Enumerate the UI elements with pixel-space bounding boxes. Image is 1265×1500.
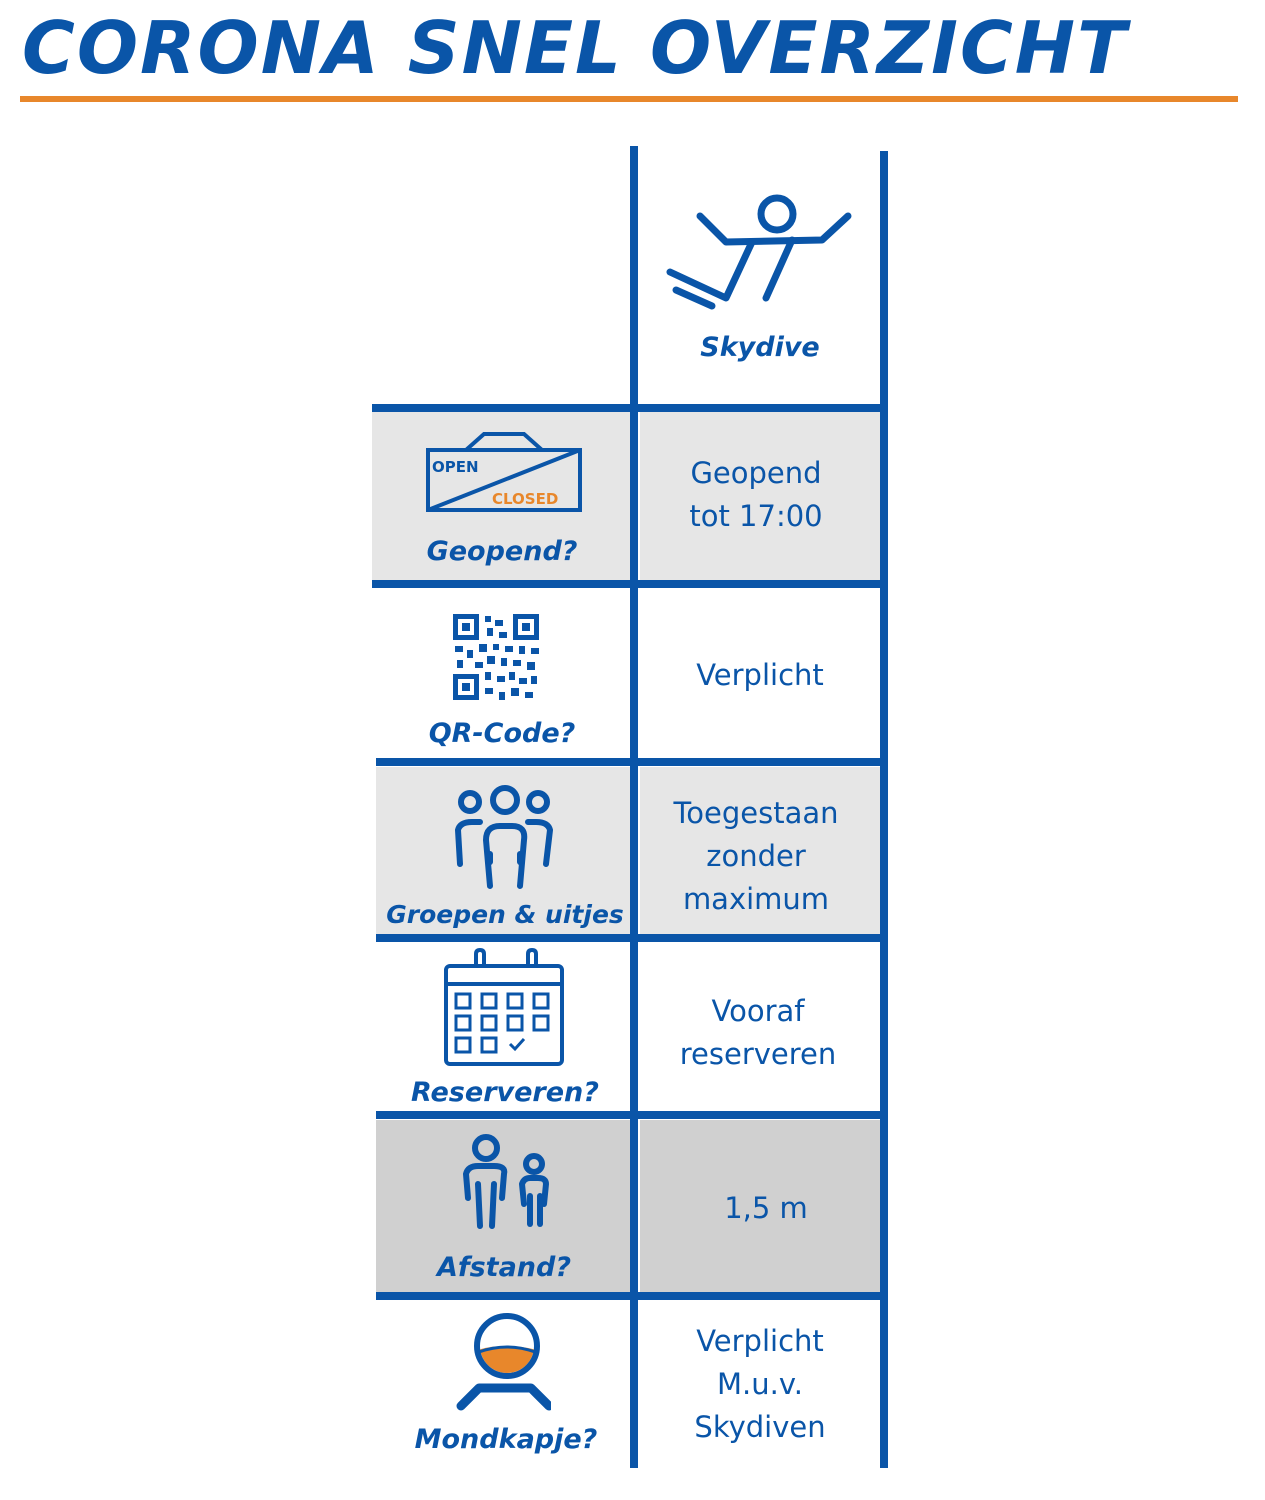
grid-line-row-5	[376, 1111, 888, 1119]
distance-icon	[463, 1134, 549, 1229]
row-label-reserveren: Reserveren?	[411, 1077, 599, 1108]
open-closed-sign-icon: OPEN CLOSED	[426, 432, 582, 512]
row-value-qr-code: Verplicht	[696, 658, 824, 692]
calendar-icon	[444, 948, 564, 1066]
row-value-geopend: Geopend tot 17:00	[689, 456, 823, 533]
grid-line-row-3	[376, 758, 888, 766]
row-bg-afstand	[376, 1120, 632, 1292]
qr-code-icon	[453, 614, 539, 700]
face-mask-icon	[456, 1313, 551, 1411]
row-bg-groepen-value	[640, 767, 882, 934]
row-label-groepen: Groepen & uitjes	[386, 900, 624, 929]
grid-line-row-2	[372, 580, 888, 588]
group-icon	[455, 785, 553, 889]
sign-open-text: OPEN	[432, 458, 479, 476]
grid-line-row-1	[372, 404, 888, 412]
grid-line-left	[630, 146, 638, 1468]
row-bg-afstand-value	[640, 1120, 882, 1292]
skydiver-icon	[666, 194, 852, 310]
row-label-qr-code: QR-Code?	[428, 718, 576, 749]
row-bg-geopend-value	[640, 412, 882, 580]
row-label-mondkapje: Mondkapje?	[414, 1424, 598, 1455]
row-label-afstand: Afstand?	[436, 1252, 572, 1283]
sign-closed-text: CLOSED	[492, 490, 558, 508]
row-value-mondkapje: Verplicht M.u.v. Skydiven	[694, 1324, 826, 1444]
grid-line-row-6	[376, 1292, 888, 1300]
grid-line-row-4	[376, 934, 888, 942]
grid-line-right	[880, 151, 888, 1468]
row-label-geopend: Geopend?	[426, 536, 578, 567]
row-bg-geopend	[372, 412, 632, 580]
title-underline	[20, 96, 1238, 102]
row-bg-groepen	[376, 767, 632, 934]
activity-label-skydive: Skydive	[700, 332, 820, 363]
row-value-afstand: 1,5 m	[724, 1191, 808, 1225]
row-value-groepen: Toegestaan zonder maximum	[673, 796, 839, 916]
page-title: CORONA SNEL OVERZICHT	[22, 6, 1129, 90]
row-value-reserveren: Vooraf reserveren	[679, 994, 837, 1071]
